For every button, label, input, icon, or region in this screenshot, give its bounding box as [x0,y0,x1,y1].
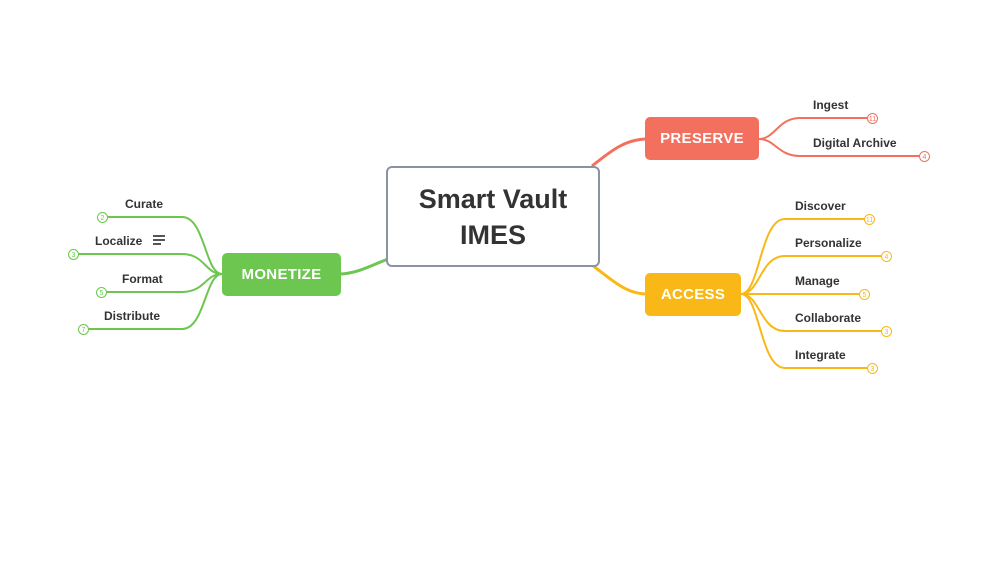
leaf-collaborate[interactable]: Collaborate [795,311,862,325]
leaf-manage[interactable]: Manage [795,274,840,288]
count-badge[interactable]: 4 [919,151,930,162]
connector-preserve [591,137,646,168]
connector-access [591,263,646,296]
count-badge[interactable]: 3 [68,249,79,260]
branch-monetize[interactable]: MONETIZE [222,253,341,296]
count-badge[interactable]: 5 [859,289,870,300]
leaf-personalize[interactable]: Personalize [795,236,862,250]
branch-access[interactable]: ACCESS [645,273,741,316]
central-title-line2: IMES [459,219,526,250]
leaf-discover[interactable]: Discover [795,199,846,213]
leaf-localize[interactable]: Localize [95,234,143,248]
connector-monetize [340,257,389,276]
notes-icon[interactable] [153,235,165,245]
branch-preserve[interactable]: PRESERVE [645,117,759,160]
count-badge[interactable]: 11 [867,113,878,124]
central-topic[interactable]: Smart Vault IMES [386,166,600,267]
count-badge[interactable]: 3 [881,326,892,337]
count-badge[interactable]: 7 [78,324,89,335]
count-badge[interactable]: 3 [867,363,878,374]
leaf-integrate[interactable]: Integrate [795,348,846,362]
leaf-curate[interactable]: Curate [125,197,164,211]
count-badge[interactable]: 5 [96,287,107,298]
central-title-line1: Smart Vault [418,183,568,214]
count-badge[interactable]: 2 [97,212,108,223]
leaf-digital-archive[interactable]: Digital Archive [813,136,897,150]
count-badge[interactable]: 11 [864,214,875,225]
leaf-format[interactable]: Format [122,272,163,286]
leaf-distribute[interactable]: Distribute [104,309,161,323]
leaf-ingest[interactable]: Ingest [813,98,849,112]
count-badge[interactable]: 4 [881,251,892,262]
